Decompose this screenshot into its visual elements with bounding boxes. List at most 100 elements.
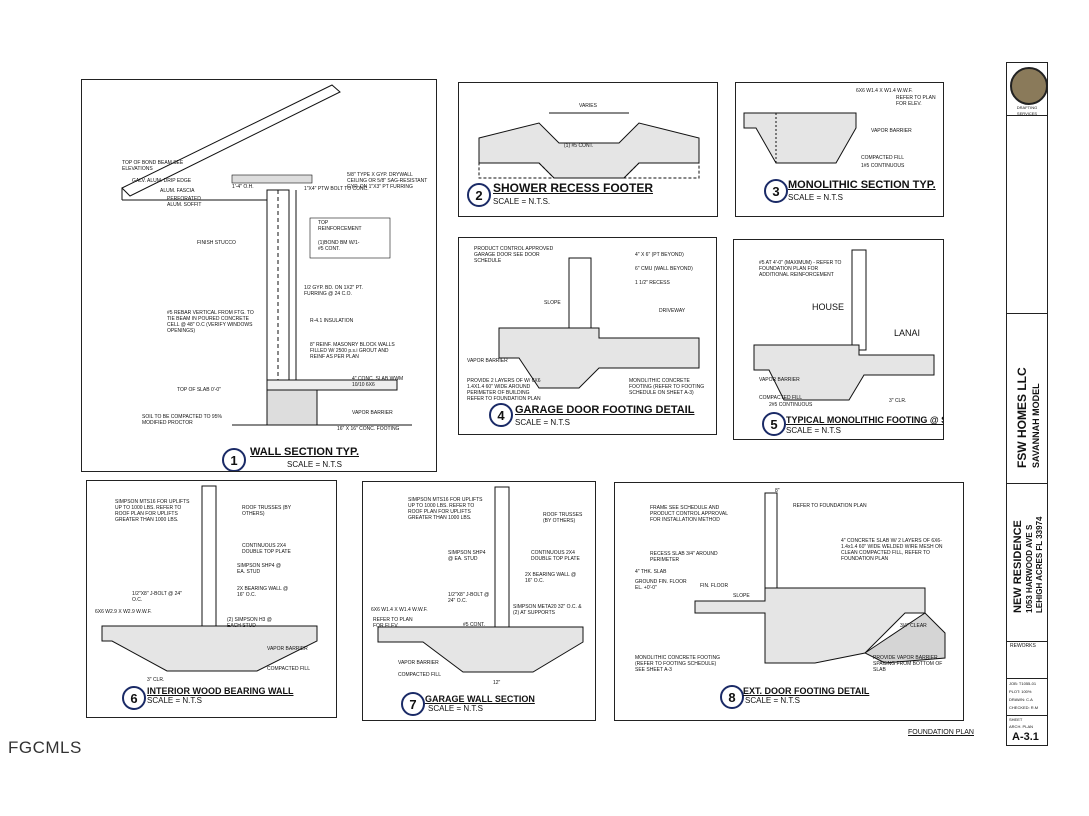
detail-title: GARAGE WALL SECTION bbox=[425, 694, 535, 704]
label-vapor-barrier: VAPOR BARRIER bbox=[398, 660, 439, 666]
label-vapor-barrier: VAPOR BARRIER bbox=[759, 377, 800, 383]
plot-scale: PLOT: 100% bbox=[1009, 689, 1032, 694]
footing-step-drawing bbox=[753, 249, 935, 401]
label-fin-floor: FIN. FLOOR bbox=[700, 583, 729, 589]
label-simpson-shp4: SIMPSON SHP4 @ EA. STUD bbox=[237, 563, 281, 575]
label-clear: 3/4" CLEAR bbox=[900, 623, 927, 629]
detail-number: 5 bbox=[762, 412, 786, 436]
label-thk-slab: 4" THK. SLAB bbox=[635, 569, 667, 575]
watermark: FGCMLS bbox=[8, 738, 82, 757]
label-two-layers: PROVIDE 2 LAYERS OF W/ 6X6 1.4X1.4 60" W… bbox=[467, 378, 541, 402]
label-j-bolt: 1/2"X8" J-BOLT @ 24" O.C. bbox=[132, 591, 182, 603]
label-vapor-barrier: VAPOR BARRIER bbox=[267, 646, 308, 652]
label-vapor-barrier: VAPOR BARRIER bbox=[871, 128, 912, 134]
label-lanai: LANAI bbox=[894, 328, 921, 338]
detail-4-garage-door-footing: PRODUCT CONTROL APPROVED GARAGE DOOR SEE… bbox=[458, 237, 717, 435]
label-provide-vapor: PROVIDE VAPOR BARRIER SPACING FROM BOTTO… bbox=[873, 655, 943, 673]
wall-section-drawing bbox=[121, 84, 412, 426]
label-clear: 3" CLR. bbox=[889, 398, 907, 404]
label-bearing-wall: 2X BEARING WALL @ 16" O.C. bbox=[525, 572, 577, 584]
label-refer-plan: REFER TO FOUNDATION PLAN bbox=[793, 503, 867, 509]
label-vapor-barrier: VAPOR BARRIER bbox=[467, 358, 508, 364]
detail-2-shower-recess: VARIES (1) #5 CONT. 2 SHOWER RECESS FOOT… bbox=[458, 82, 718, 217]
detail-title: WALL SECTION TYP. bbox=[250, 446, 359, 458]
label-continuous: 2#5 CONTINUOUS bbox=[769, 402, 813, 408]
label-clear: 3" CLR. bbox=[147, 677, 165, 683]
label-ground-floor: GROUND FIN. FLOOR EL. +0'-0" bbox=[635, 579, 687, 591]
monolithic-section-drawing bbox=[743, 112, 857, 164]
garage-door-footing-drawing bbox=[498, 257, 700, 389]
detail-scale: SCALE = N.T.S bbox=[745, 696, 800, 705]
detail-title: INTERIOR WOOD BEARING WALL bbox=[147, 686, 294, 696]
checked-by: CHECKED: R.M bbox=[1009, 705, 1039, 710]
detail-number: 7 bbox=[401, 692, 425, 716]
detail-scale: SCALE = N.T.S. bbox=[493, 197, 551, 206]
label-simpson-h3: (2) SIMPSON H3 @ EACH STUD bbox=[227, 617, 272, 629]
label-finish-stucco: FINISH STUCCO bbox=[197, 240, 236, 246]
label-wwf: 6X6 W1.4 X W1.4 W.W.F. bbox=[371, 607, 428, 613]
label-slope: SLOPE bbox=[733, 593, 750, 599]
detail-3-monolithic-section: 6X6 W1.4 X W1.4 W.W.F. REFER TO PLAN FOR… bbox=[735, 82, 944, 217]
company-name: DRAFTING SERVICES bbox=[1016, 105, 1038, 116]
label-continuous: 1#5 CONTINUOUS bbox=[861, 163, 905, 169]
label-refer-plan: REFER TO PLAN FOR ELEV. bbox=[896, 95, 936, 107]
detail-scale: SCALE = N.T.S bbox=[428, 704, 483, 713]
detail-title: TYPICAL MONOLITHIC FOOTING @ STEP bbox=[786, 415, 943, 425]
detail-scale: SCALE = N.T.S bbox=[287, 460, 342, 469]
label-monolithic: MONOLITHIC CONCRETE FOOTING (REFER TO FO… bbox=[635, 655, 720, 673]
detail-5-footing-step: #5 AT 4'-0" (MAXIMUM) - REFER TO FOUNDAT… bbox=[733, 239, 944, 440]
label-bond-beam: (1)BOND BM W/1-#5 CONT. bbox=[318, 240, 360, 252]
label-recess-slab: RECESS SLAB 3/4" AROUND PERIMETER bbox=[650, 551, 718, 563]
sheet-footer: FOUNDATION PLAN bbox=[908, 729, 974, 736]
label-compacted-fill: COMPACTED FILL bbox=[267, 666, 310, 672]
label-cmu: 6" CMU (WALL BEYOND) bbox=[635, 266, 693, 272]
garage-wall-drawing bbox=[377, 486, 584, 673]
detail-title: EXT. DOOR FOOTING DETAIL bbox=[743, 686, 870, 696]
label-ptw-bolt: 1"X4" PTW BOLT TO CONC. bbox=[304, 186, 369, 192]
detail-number: 2 bbox=[467, 183, 491, 207]
label-simpson-mts16: SIMPSON MTS16 FOR UPLIFTS UP TO 1000 LBS… bbox=[115, 499, 190, 523]
detail-scale: SCALE = N.T.S bbox=[788, 193, 843, 202]
label-product-control: PRODUCT CONTROL APPROVED GARAGE DOOR SEE… bbox=[474, 246, 554, 264]
label-compacted-fill: COMPACTED FILL bbox=[861, 155, 904, 161]
detail-6-interior-bearing-wall: SIMPSON MTS16 FOR UPLIFTS UP TO 1000 LBS… bbox=[86, 480, 337, 718]
label-compacted-fill: COMPACTED FILL bbox=[759, 395, 802, 401]
label-footing: 16" X 16" CONC. FOOTING bbox=[337, 426, 400, 432]
label-top-plate: CONTINUOUS 2X4 DOUBLE TOP PLATE bbox=[531, 550, 580, 562]
label-drywall: 5/8" TYPE X GYP. DRYWALL CEILING OR 5/8"… bbox=[347, 172, 428, 190]
project-name: NEW RESIDENCE bbox=[1012, 520, 1024, 613]
detail-title: MONOLITHIC SECTION TYP. bbox=[788, 179, 936, 191]
label-top-of-slab: TOP OF SLAB 0'-0" bbox=[177, 387, 221, 393]
label-concrete-slab: 4" CONCRETE SLAB W/ 2 LAYERS OF 6X6-1.4x… bbox=[841, 538, 943, 562]
label-fascia: ALUM. FASCIA bbox=[160, 188, 195, 194]
address-line-1: 1053 HARWOOD AVE S bbox=[1025, 524, 1034, 613]
sheet-number: A-3.1 bbox=[1012, 731, 1039, 743]
model-name: SAVANNAH MODEL bbox=[1031, 383, 1041, 468]
label-conc-slab: 4" CONC. SLAB WWM 10/10 6X6 bbox=[352, 376, 404, 388]
label-wwf: 6X6 W2.9 X W2.9 W.W.F. bbox=[95, 609, 152, 615]
detail-7-garage-wall-section: SIMPSON MTS16 FOR UPLIFTS UP TO 1000 LBS… bbox=[362, 481, 596, 721]
detail-number: 8 bbox=[720, 685, 744, 709]
label-dim-12: 12" bbox=[493, 680, 501, 686]
detail-scale: SCALE = N.T.S bbox=[515, 418, 570, 427]
detail-number: 4 bbox=[489, 403, 513, 427]
label-soil-compacted: SOIL TO BE COMPACTED TO 95% MODIFIED PRO… bbox=[142, 414, 222, 426]
label-varies: VARIES bbox=[579, 103, 597, 109]
company-logo bbox=[1010, 67, 1048, 105]
shower-recess-drawing bbox=[478, 112, 700, 179]
label-cont: #5 CONT. bbox=[463, 622, 485, 628]
label-roof-trusses: ROOF TRUSSES (BY OTHERS) bbox=[543, 512, 583, 524]
label-top-bond-beam: TOP OF BOND BEAM SEE ELEVATIONS bbox=[122, 160, 184, 172]
label-vapor-barrier: VAPOR BARRIER bbox=[352, 410, 393, 416]
label-driveway: DRIVEWAY bbox=[659, 308, 686, 314]
label-simpson-shp4: SIMPSON SHP4 @ EA. STUD bbox=[448, 550, 486, 562]
label-rebar-vertical: #5 REBAR VERTICAL FROM FTG. TO TIE BEAM … bbox=[167, 310, 254, 334]
label-drip-edge: GALV. ALUM. DRIP EDGE bbox=[132, 178, 192, 184]
interior-bearing-wall-drawing bbox=[101, 485, 318, 672]
label-simpson-meta20: SIMPSON META20 32" O.C. & (2) AT SUPPORT… bbox=[513, 604, 582, 616]
label-top-reinf: TOP REINFORCEMENT bbox=[318, 220, 362, 232]
ext-door-footing-drawing bbox=[694, 492, 946, 664]
detail-scale: SCALE = N.T.S bbox=[147, 696, 202, 705]
sheet-label: SHEET bbox=[1009, 717, 1023, 722]
